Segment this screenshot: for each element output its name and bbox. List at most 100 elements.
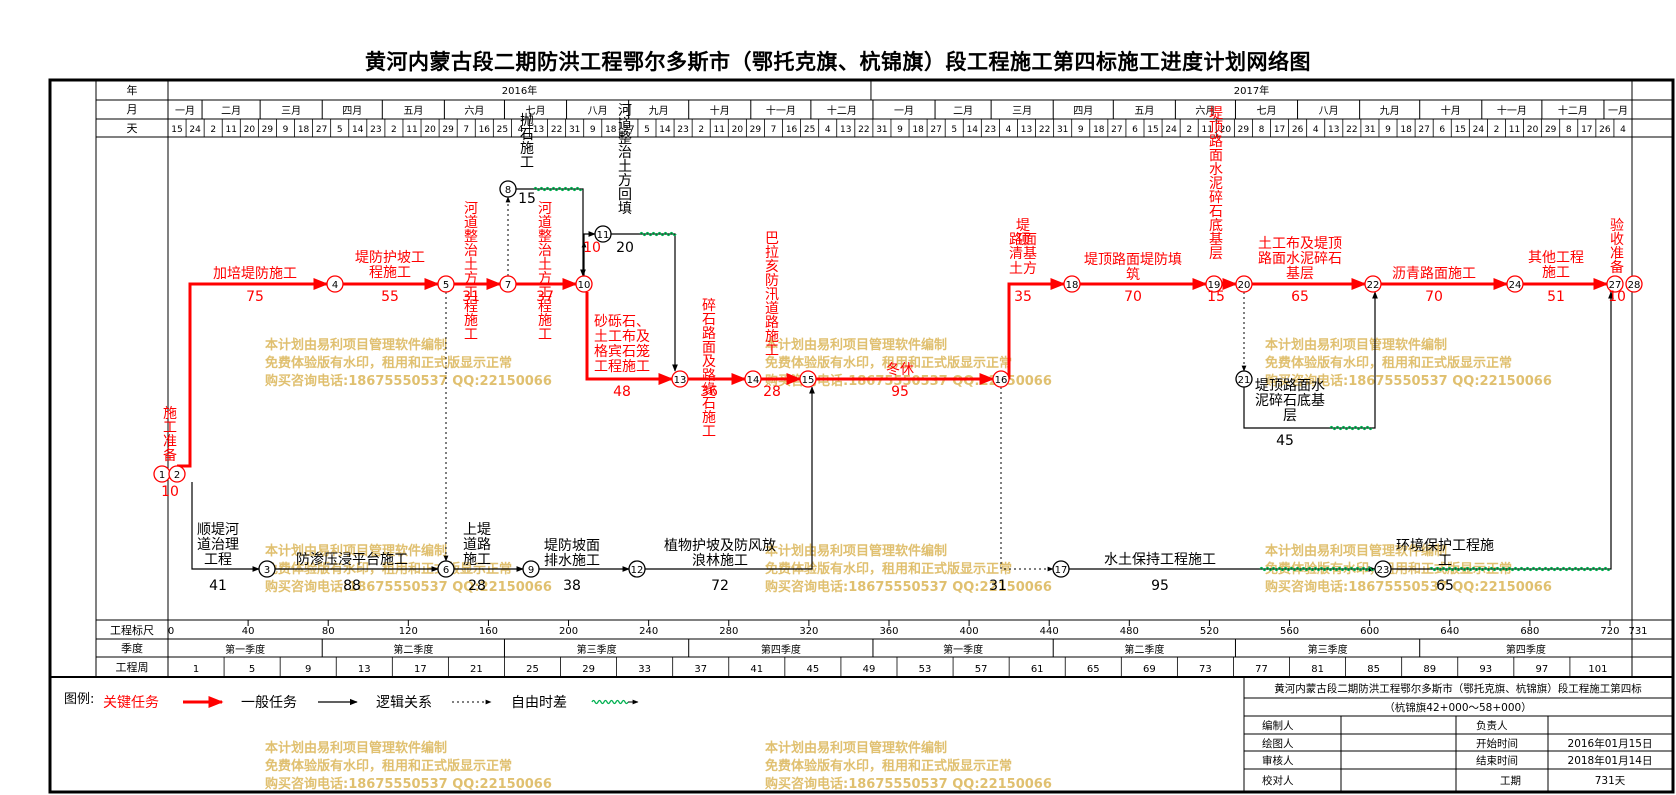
- week-label: 45: [807, 664, 820, 675]
- node-circle: [1205, 275, 1223, 293]
- node-10: 10: [575, 275, 593, 293]
- watermark-line: 免费体验版有水印，租用和正式版显示正常: [1265, 355, 1512, 371]
- day-label: 29: [1238, 125, 1250, 135]
- day-label: 31: [569, 125, 580, 135]
- node-number: 12: [631, 565, 644, 576]
- day-label: 11: [226, 125, 237, 135]
- quarter-label: 第一季度: [225, 643, 265, 656]
- day-label: 14: [967, 125, 979, 135]
- task-duration: 36: [700, 384, 718, 400]
- day-label: 5: [644, 125, 650, 135]
- task-duration: 10: [161, 484, 179, 500]
- day-label: 20: [424, 125, 436, 135]
- info-project: 黄河内蒙古段二期防洪工程鄂尔多斯市（鄂托克旗、杭锦旗）段工程施工第四标: [1274, 682, 1642, 695]
- task-duration: 15: [1207, 289, 1225, 305]
- day-label: 18: [298, 125, 310, 135]
- month-label: 一月: [894, 105, 914, 117]
- footer-row-label: 工程标尺: [110, 623, 154, 637]
- day-label: 29: [1545, 125, 1557, 135]
- day-label: 27: [316, 125, 327, 135]
- day-label: 31: [876, 125, 887, 135]
- task-duration: 88: [343, 578, 361, 594]
- node-number: 16: [995, 375, 1008, 386]
- week-label: 49: [863, 664, 876, 675]
- year-label: 2017年: [1234, 84, 1269, 97]
- task-label: 堤顶路面水泥碎石底基层: [1209, 106, 1223, 262]
- node-circle: [671, 370, 689, 388]
- watermark-block: 本计划由易利项目管理软件编制免费体验版有水印，租用和正式版显示正常购买咨询电话:…: [1265, 543, 1552, 595]
- day-label: 20: [1220, 125, 1232, 135]
- day-label: 17: [1274, 125, 1285, 135]
- node-circle: [1364, 275, 1382, 293]
- activity-arrow: [191, 482, 260, 572]
- header-row-label: 天: [127, 122, 138, 135]
- task-duration: 38: [563, 578, 581, 594]
- info-start-label: 开始时间: [1476, 737, 1518, 750]
- day-label: 5: [951, 125, 957, 135]
- legend-critical-label: 关键任务: [103, 695, 159, 711]
- day-label: 9: [283, 125, 289, 135]
- watermark-line: 免费体验版有水印，租用和正式版显示正常: [265, 355, 512, 371]
- day-label: 29: [750, 125, 762, 135]
- watermark-line: 购买咨询电话:18675550537 QQ:22150066: [265, 579, 552, 595]
- task-duration: 31: [989, 578, 1007, 594]
- node-20: 20: [1235, 275, 1253, 293]
- week-label: 69: [1143, 664, 1156, 675]
- month-label: 九月: [1380, 105, 1400, 117]
- scale-tick-label: 560: [1280, 626, 1299, 637]
- task-label: 环境保护工程施工: [1396, 538, 1494, 569]
- node-8: 8: [499, 180, 517, 198]
- task-duration: 70: [1124, 289, 1142, 305]
- scale-tick-label: 200: [559, 626, 578, 637]
- task-duration: 31: [462, 289, 480, 305]
- month-label: 十月: [1441, 104, 1461, 117]
- watermark-line: 购买咨询电话:18675550537 QQ:22150066: [1265, 373, 1552, 389]
- node-number: 23: [1377, 565, 1390, 576]
- node-circle: [522, 560, 540, 578]
- node-18: 18: [1063, 275, 1081, 293]
- scale-tick-label: 120: [399, 626, 418, 637]
- week-label: 73: [1199, 664, 1212, 675]
- day-label: 31: [1057, 125, 1068, 135]
- week-label: 25: [526, 664, 539, 675]
- watermark-line: 购买咨询电话:18675550537 QQ:22150066: [1265, 579, 1552, 595]
- info-section: （杭锦旗42+000～58+000）: [1384, 701, 1531, 714]
- scale-tick-label: 360: [879, 626, 898, 637]
- watermark-block: 本计划由易利项目管理软件编制免费体验版有水印，租用和正式版显示正常购买咨询电话:…: [765, 543, 1052, 595]
- quarter-label: 第一季度: [943, 643, 983, 656]
- footer-row-label: 季度: [121, 641, 143, 655]
- header-row-label: 年: [127, 83, 138, 97]
- node-number: 2: [174, 470, 180, 481]
- task-duration: 20: [616, 240, 634, 256]
- week-label: 57: [975, 664, 988, 675]
- node-number: 21: [1238, 375, 1251, 386]
- node-number: 11: [597, 230, 610, 241]
- week-label: 81: [1311, 664, 1324, 675]
- outer-frame: [48, 78, 1675, 794]
- day-label: 22: [551, 125, 562, 135]
- week-label: 17: [414, 664, 427, 675]
- task-label: 砂砾石、土工布及格宾石笼工程施工: [594, 314, 650, 375]
- day-label: 26: [1292, 125, 1304, 135]
- day-label: 11: [406, 125, 417, 135]
- free-float-line: [1329, 425, 1373, 431]
- task-duration: 10: [1608, 289, 1626, 305]
- day-label: 13: [1328, 125, 1339, 135]
- watermark-block: 本计划由易利项目管理软件编制免费体验版有水印，租用和正式版显示正常购买咨询电话:…: [265, 337, 552, 389]
- task-duration: 65: [1291, 289, 1309, 305]
- scale-tick-label: 680: [1520, 626, 1539, 637]
- month-label: 十二月: [827, 104, 857, 117]
- scale-tick-label: 160: [479, 626, 498, 637]
- month-label: 七月: [1257, 105, 1277, 117]
- node-17: 17: [1052, 560, 1070, 578]
- info-drawer-label: 绘图人: [1262, 737, 1294, 750]
- day-label: 15: [171, 125, 182, 135]
- free-float-line: [639, 231, 677, 237]
- watermark-block: 本计划由易利项目管理软件编制免费体验版有水印，租用和正式版显示正常购买咨询电话:…: [1265, 337, 1552, 389]
- activity-arrow: [1007, 278, 1066, 379]
- task-label: 冬休: [886, 362, 914, 378]
- task-duration: 45: [1276, 433, 1294, 449]
- node-number: 4: [332, 280, 338, 291]
- task-label: 碎石路面及路缘石施工: [702, 298, 716, 440]
